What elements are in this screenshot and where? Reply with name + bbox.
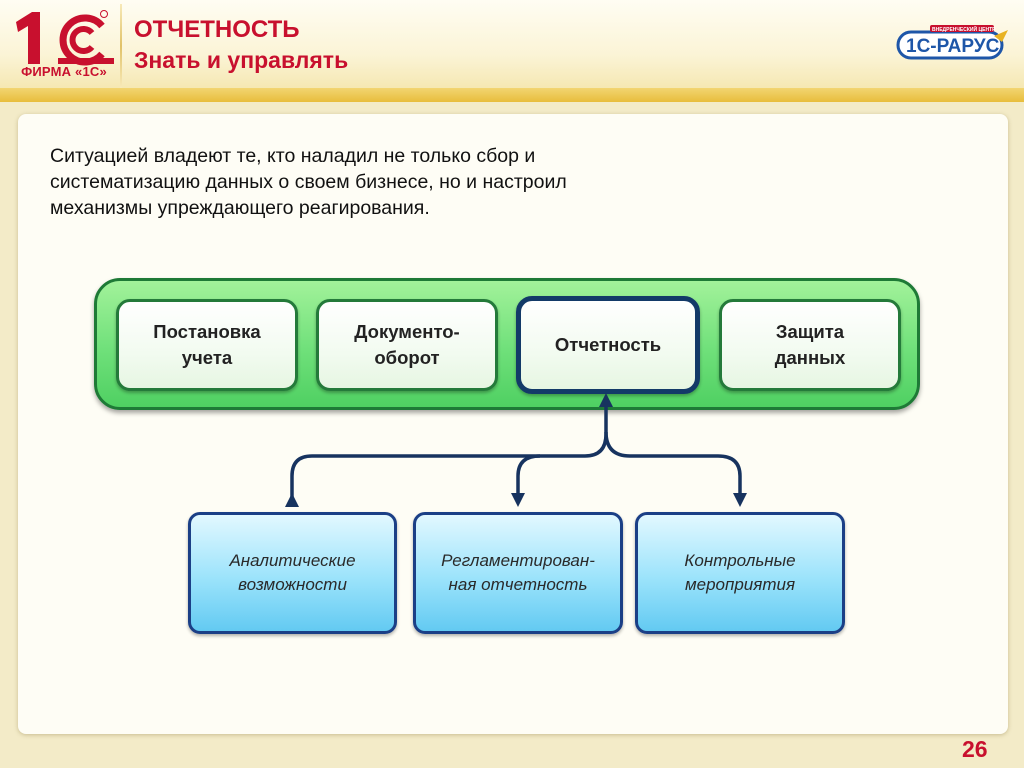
box-control-measures: Контрольные мероприятия — [635, 512, 845, 634]
page-number: 26 — [962, 736, 988, 762]
intro-line: Ситуацией владеют те, кто наладил не тол… — [50, 145, 536, 167]
box-document-flow: Документо- оборот — [316, 299, 498, 391]
box-line: Регламентирован- — [441, 551, 595, 570]
firm-1c-logo — [16, 10, 114, 66]
box-line: данных — [774, 347, 846, 368]
box-line: ная отчетность — [448, 575, 588, 594]
rarus-logo-text: 1С-РАРУС — [906, 36, 1000, 57]
box-line: Документо- — [354, 321, 460, 342]
slide-title: ОТЧЕТНОСТЬ — [134, 16, 300, 43]
header-divider — [120, 4, 122, 88]
intro-line: систематизацию данных о своем бизнесе, н… — [50, 171, 567, 193]
box-line: оборот — [374, 347, 440, 368]
box-regulated-reporting: Регламентирован- ная отчетность — [413, 512, 623, 634]
firm-label: ФИРМА «1С» — [21, 64, 107, 79]
intro-text: Ситуацией владеют те, кто наладил не тол… — [50, 143, 690, 221]
box-accounting-setup: Постановка учета — [116, 299, 298, 391]
box-data-protection: Защита данных — [719, 299, 901, 391]
box-reporting: Отчетность — [516, 296, 700, 394]
rarus-tagline: ВНЕДРЕНЧЕСКИЙ ЦЕНТР — [932, 25, 996, 33]
box-analytics: Аналитические возможности — [188, 512, 397, 634]
box-line: Аналитические — [229, 551, 356, 570]
intro-line: механизмы упреждающего реагирования. — [50, 197, 430, 219]
box-line: учета — [181, 347, 233, 368]
rarus-logo: 1С-РАРУС ВНЕДРЕНЧЕСКИЙ ЦЕНТР — [896, 25, 1008, 60]
box-line: Контрольные — [684, 551, 796, 570]
box-line: возможности — [238, 575, 347, 594]
box-line: Постановка — [153, 321, 261, 342]
slide-header — [0, 0, 1024, 100]
box-line: мероприятия — [684, 575, 796, 594]
header-rule — [0, 88, 1024, 102]
slide-subtitle: Знать и управлять — [134, 47, 349, 73]
box-line: Защита — [775, 321, 845, 342]
box-line: Отчетность — [554, 334, 662, 355]
